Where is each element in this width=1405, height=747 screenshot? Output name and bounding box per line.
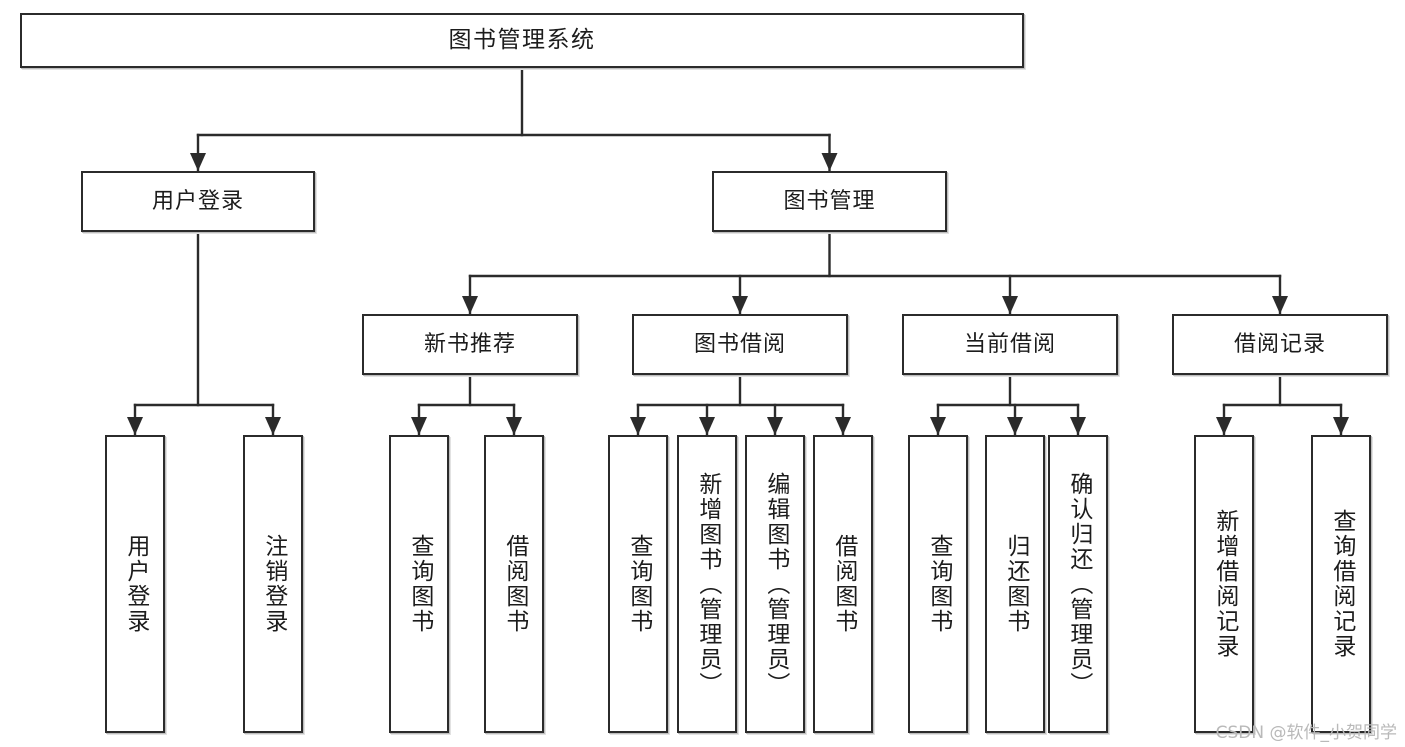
conn-book-manage-arrowhead-current-borrow bbox=[1002, 296, 1018, 314]
conn-book-manage-arrowhead-book-borrow bbox=[732, 296, 748, 314]
node-leaf-query-book-rec[interactable]: 查询图书 bbox=[389, 435, 449, 733]
conn-current-borrow-arrowhead-leaf-query-book-current bbox=[930, 417, 946, 435]
conn-new-book-recommend-arrowhead-leaf-borrow-book-rec bbox=[506, 417, 522, 435]
conn-book-borrow-arrowhead-leaf-borrow-book bbox=[835, 417, 851, 435]
conn-user-login-arrowhead-leaf-user-logout bbox=[265, 417, 281, 435]
node-label: 图书管理系统 bbox=[448, 27, 596, 53]
node-current-borrow[interactable]: 当前借阅 bbox=[902, 314, 1118, 375]
conn-root-arrowhead-user-login bbox=[190, 153, 206, 171]
node-leaf-query-book-borrow[interactable]: 查询图书 bbox=[608, 435, 668, 733]
conn-book-borrow-arrowhead-leaf-query-book-borrow bbox=[630, 417, 646, 435]
node-book-borrow[interactable]: 图书借阅 bbox=[632, 314, 848, 375]
conn-borrow-record-arrowhead-leaf-query-borrow-record bbox=[1333, 417, 1349, 435]
node-leaf-query-borrow-record[interactable]: 查询借阅记录 bbox=[1311, 435, 1371, 733]
watermark: CSDN @软件_小贺同学 bbox=[1215, 723, 1397, 743]
conn-book-borrow-arrowhead-leaf-edit-book-admin bbox=[767, 417, 783, 435]
node-label: 图书管理 bbox=[783, 188, 876, 214]
node-leaf-borrow-book[interactable]: 借阅图书 bbox=[813, 435, 873, 733]
node-label: 新增借阅记录 bbox=[1211, 509, 1238, 659]
node-label: 图书借阅 bbox=[693, 331, 786, 357]
node-label: 编辑图书（管理员） bbox=[762, 471, 789, 697]
node-leaf-user-login[interactable]: 用户登录 bbox=[105, 435, 165, 733]
node-leaf-add-book-admin[interactable]: 新增图书（管理员） bbox=[677, 435, 737, 733]
conn-book-manage-arrowhead-new-book-recommend bbox=[462, 296, 478, 314]
node-label: 查询借阅记录 bbox=[1328, 509, 1355, 659]
conn-book-manage-arrowhead-borrow-record bbox=[1272, 296, 1288, 314]
node-label: 新增图书（管理员） bbox=[694, 471, 721, 697]
node-borrow-record[interactable]: 借阅记录 bbox=[1172, 314, 1388, 375]
node-root[interactable]: 图书管理系统 bbox=[20, 13, 1024, 68]
conn-current-borrow-arrowhead-leaf-return-book bbox=[1007, 417, 1023, 435]
node-label: 用户登录 bbox=[151, 188, 244, 214]
node-leaf-confirm-return-admin[interactable]: 确认归还（管理员） bbox=[1048, 435, 1108, 733]
node-leaf-user-logout[interactable]: 注销登录 bbox=[243, 435, 303, 733]
conn-borrow-record-arrowhead-leaf-add-borrow-record bbox=[1216, 417, 1232, 435]
node-user-login[interactable]: 用户登录 bbox=[81, 171, 315, 232]
node-label: 借阅图书 bbox=[501, 534, 528, 634]
node-leaf-query-book-current[interactable]: 查询图书 bbox=[908, 435, 968, 733]
node-label: 注销登录 bbox=[260, 534, 287, 634]
node-leaf-return-book[interactable]: 归还图书 bbox=[985, 435, 1045, 733]
conn-book-borrow-arrowhead-leaf-add-book-admin bbox=[699, 417, 715, 435]
node-label: 查询图书 bbox=[925, 534, 952, 634]
node-book-manage[interactable]: 图书管理 bbox=[712, 171, 947, 232]
node-leaf-edit-book-admin[interactable]: 编辑图书（管理员） bbox=[745, 435, 805, 733]
node-leaf-borrow-book-rec[interactable]: 借阅图书 bbox=[484, 435, 544, 733]
node-label: 当前借阅 bbox=[963, 331, 1056, 357]
conn-new-book-recommend-arrowhead-leaf-query-book-rec bbox=[411, 417, 427, 435]
node-label: 查询图书 bbox=[625, 534, 652, 634]
node-label: 确认归还（管理员） bbox=[1065, 471, 1092, 697]
node-label: 借阅记录 bbox=[1233, 331, 1326, 357]
node-leaf-add-borrow-record[interactable]: 新增借阅记录 bbox=[1194, 435, 1254, 733]
conn-user-login-arrowhead-leaf-user-login bbox=[127, 417, 143, 435]
node-label: 借阅图书 bbox=[830, 534, 857, 634]
node-label: 新书推荐 bbox=[423, 331, 516, 357]
conn-root-arrowhead-book-manage bbox=[821, 153, 838, 171]
node-label: 查询图书 bbox=[406, 534, 433, 634]
conn-current-borrow-arrowhead-leaf-confirm-return-admin bbox=[1070, 417, 1086, 435]
node-new-book-recommend[interactable]: 新书推荐 bbox=[362, 314, 578, 375]
node-label: 用户登录 bbox=[122, 534, 149, 634]
node-label: 归还图书 bbox=[1002, 534, 1029, 634]
